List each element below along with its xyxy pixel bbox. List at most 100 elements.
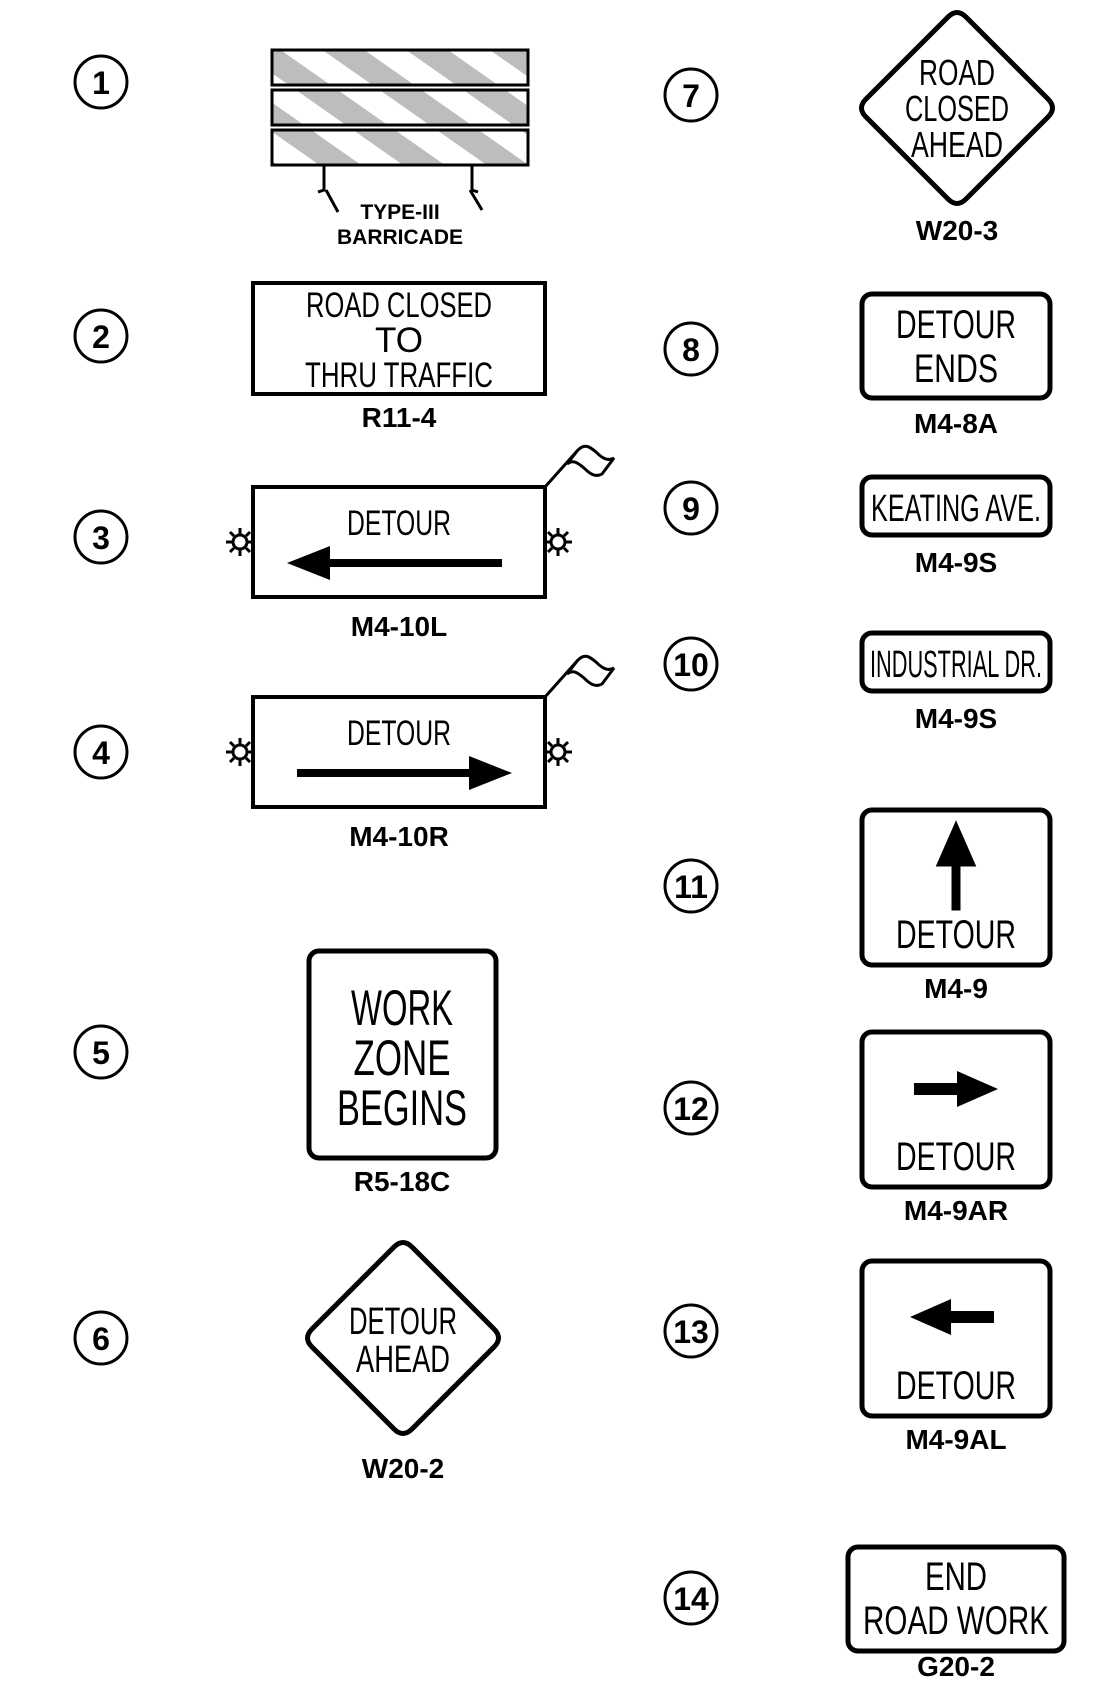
warning-light-icon	[226, 738, 254, 766]
item-number-circle	[663, 1080, 719, 1136]
warning-light-icon	[544, 528, 572, 556]
sign-legend-line2: ROAD WORK	[863, 1599, 1049, 1643]
item-4: 4 DETOUR M4-10R	[73, 654, 616, 852]
item-8: 8 DETOUR ENDS M4-8A	[663, 291, 1053, 439]
item-2: 2 ROAD CLOSED TO THRU TRAFFIC R11-4	[73, 281, 547, 433]
sign-code: M4-9AR	[904, 1195, 1008, 1226]
sign-legend-line1: ROAD	[919, 52, 995, 93]
sign-legend-line3: BEGINS	[337, 1080, 467, 1136]
sign-code: R5-18C	[354, 1166, 450, 1197]
sign-border	[859, 1029, 1053, 1190]
flag-icon	[543, 444, 616, 488]
sign-code: M4-9S	[915, 547, 997, 578]
sign-detour-left-arrow: DETOUR	[859, 1258, 1053, 1419]
sign-legend-line2: ZONE	[354, 1030, 451, 1086]
sign-legend-line1: WORK	[351, 980, 453, 1036]
sign-code: M4-10L	[351, 611, 447, 642]
sign-legend-line1: ROAD CLOSED	[306, 286, 492, 325]
type-iii-barricade: TYPE-III BARRICADE	[270, 48, 530, 249]
item-number-circle	[73, 509, 129, 565]
sign-border	[859, 1258, 1053, 1419]
sign-legend-line2: TO	[375, 321, 423, 360]
item-number-circle	[663, 1570, 719, 1626]
sign-detour-right-arrow: DETOUR	[859, 1029, 1053, 1190]
warning-light-icon	[544, 738, 572, 766]
item-10: 10 INDUSTRIAL DR. M4-9S	[663, 630, 1053, 734]
item-7: 7 ROAD CLOSED AHEAD W20-3	[663, 10, 1055, 246]
sign-border	[859, 291, 1053, 401]
item-number-circle	[663, 67, 719, 123]
sign-legend-line3: AHEAD	[911, 124, 1003, 165]
sign-border	[251, 281, 547, 396]
item-1: 1 TYPE-III BARRICADE	[73, 48, 530, 249]
sign-work-zone-begins: WORK ZONE BEGINS	[306, 948, 499, 1161]
sign-code: W20-3	[916, 215, 998, 246]
item-11: 11 DETOUR M4-9	[663, 807, 1053, 1004]
sign-code: M4-9	[924, 973, 988, 1004]
item-number: 9	[682, 491, 700, 527]
item-12: 12 DETOUR M4-9AR	[663, 1029, 1053, 1226]
sign-border	[251, 485, 547, 599]
arrow-right-icon	[297, 756, 512, 790]
sign-code: M4-9AL	[905, 1424, 1006, 1455]
sign-legend-line1: DETOUR	[347, 504, 451, 543]
item-number: 2	[92, 319, 110, 355]
sign-code: M4-8A	[914, 408, 998, 439]
sign-legend-line1: DETOUR	[896, 1364, 1016, 1408]
sign-legend-line1: DETOUR	[347, 714, 451, 753]
item-number: 4	[92, 735, 110, 771]
sign-road-closed-to-thru-traffic: ROAD CLOSED TO THRU TRAFFIC	[251, 281, 547, 396]
item-number-circle	[663, 1303, 719, 1359]
item-14: 14 END ROAD WORK G20-2	[663, 1544, 1067, 1682]
sign-border	[859, 630, 1053, 694]
item-number: 6	[92, 1321, 110, 1357]
sign-legend-line1: DETOUR	[349, 1301, 457, 1343]
sign-legend-line2: CLOSED	[905, 88, 1009, 129]
sign-road-closed-ahead: ROAD CLOSED AHEAD	[859, 10, 1055, 206]
sign-legend-line1: END	[925, 1555, 987, 1599]
sign-legend-line1: KEATING AVE.	[871, 488, 1041, 530]
sign-detour-arrow-right: DETOUR	[226, 654, 616, 809]
item-number-circle	[663, 858, 719, 914]
sign-legend-line2: AHEAD	[356, 1339, 450, 1381]
sign-detour-ends: DETOUR ENDS	[859, 291, 1053, 401]
sign-border	[306, 948, 499, 1161]
sign-detour-ahead: DETOUR AHEAD	[305, 1240, 501, 1436]
sign-border	[845, 1544, 1067, 1654]
item-number: 13	[673, 1314, 709, 1350]
sign-keating-ave: KEATING AVE.	[859, 474, 1053, 538]
item-number: 14	[673, 1581, 709, 1617]
item-number-circle	[73, 308, 129, 364]
sign-legend-line1: DETOUR	[896, 913, 1016, 957]
sign-code: M4-9S	[915, 703, 997, 734]
sign-code: W20-2	[362, 1453, 444, 1484]
sign-detour-up-arrow: DETOUR	[859, 807, 1053, 968]
sign-border	[305, 1240, 501, 1436]
sign-end-road-work: END ROAD WORK	[845, 1544, 1067, 1654]
sign-code: R11-4	[362, 402, 437, 433]
item-6: 6 DETOUR AHEAD W20-2	[73, 1240, 501, 1484]
sign-legend-line1: DETOUR	[896, 303, 1016, 347]
arrow-up-icon	[935, 820, 977, 911]
sign-legend-line1: INDUSTRIAL DR.	[870, 644, 1042, 686]
item-number: 1	[92, 65, 110, 101]
item-number: 12	[673, 1091, 709, 1127]
sign-legend-line1: DETOUR	[896, 1135, 1016, 1179]
item-number-circle	[73, 1310, 129, 1366]
item-number: 7	[682, 78, 700, 114]
sign-code: G20-2	[917, 1651, 995, 1682]
barricade-label-line2: BARRICADE	[337, 226, 463, 249]
barricade-rail-3	[270, 128, 530, 167]
item-5: 5 WORK ZONE BEGINS R5-18C	[73, 948, 499, 1197]
item-number-circle	[73, 1024, 129, 1080]
item-3: 3 DETOUR M4-10L	[73, 444, 616, 642]
item-9: 9 KEATING AVE. M4-9S	[663, 474, 1053, 578]
item-13: 13 DETOUR M4-9AL	[663, 1258, 1053, 1455]
barricade-label-line1: TYPE-III	[360, 201, 439, 224]
sign-industrial-dr: INDUSTRIAL DR.	[859, 630, 1053, 694]
flag-icon	[543, 654, 616, 698]
barricade-leg-right	[468, 165, 484, 211]
sign-detour-arrow-left: DETOUR	[226, 444, 616, 599]
item-number-circle	[663, 321, 719, 377]
item-number-circle	[73, 724, 129, 780]
